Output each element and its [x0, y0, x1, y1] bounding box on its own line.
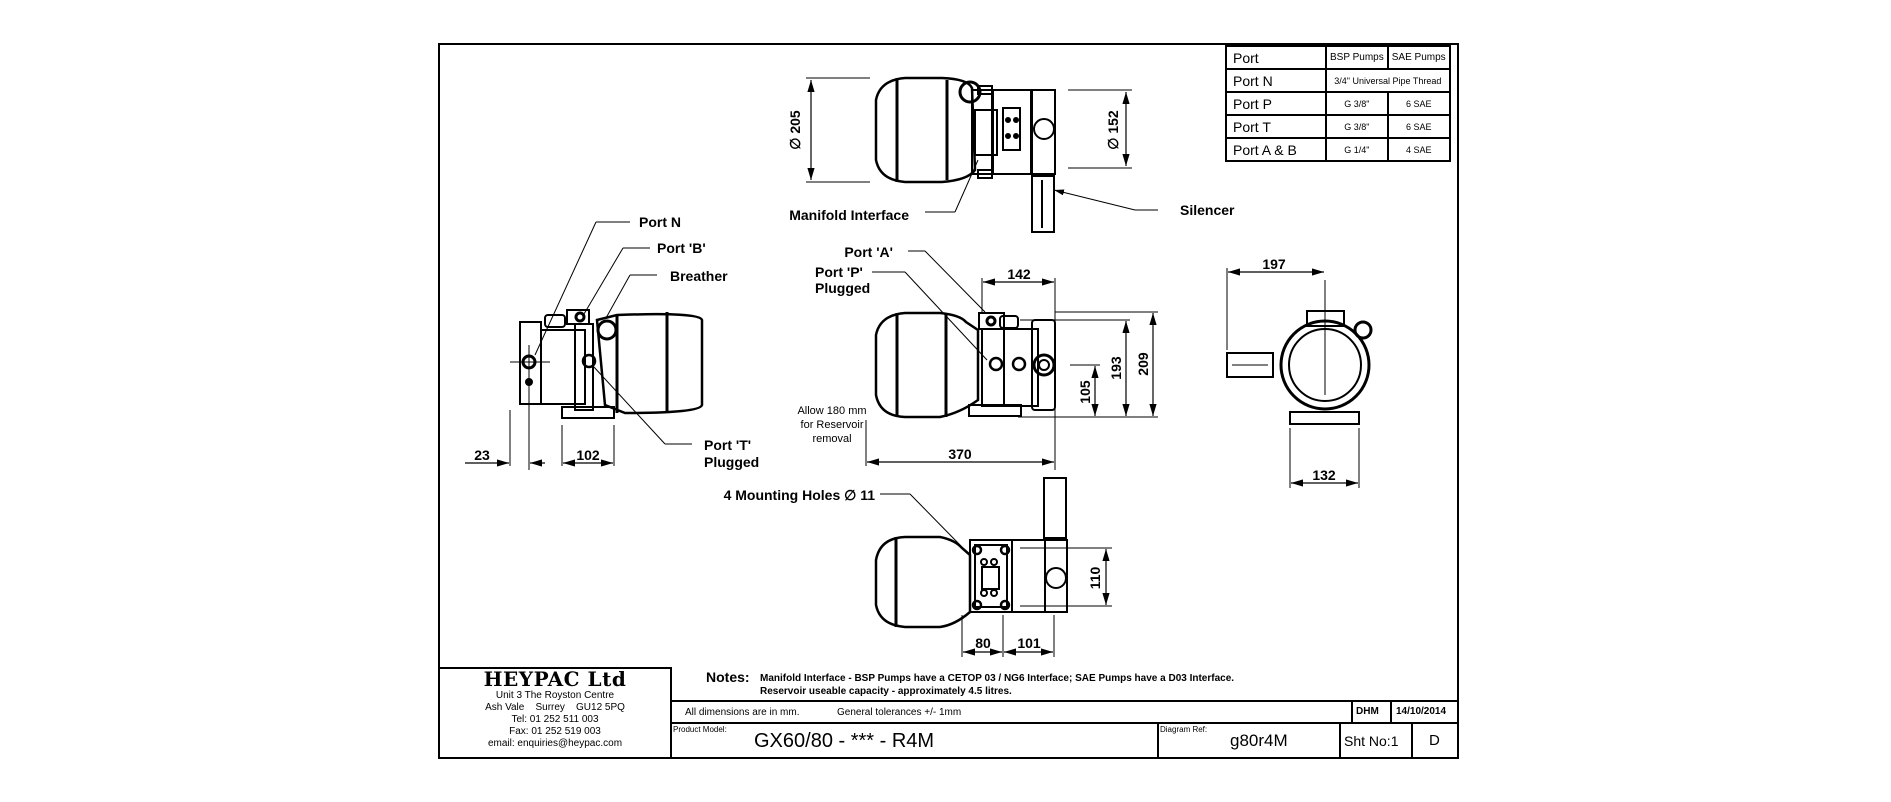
- revision: D: [1429, 732, 1440, 749]
- label-mounting-holes: 4 Mounting Holes ∅ 11: [724, 487, 876, 503]
- cell-bsp: G 3/8": [1325, 114, 1389, 139]
- drawn-by: DHM: [1356, 706, 1379, 717]
- label-port-p-plugged: Plugged: [815, 280, 870, 296]
- breather-icon: [958, 80, 982, 104]
- dim-193: 193: [1108, 356, 1124, 380]
- sheet-border: [438, 43, 1459, 759]
- label-port-n: Port N: [639, 214, 681, 230]
- notes-label: Notes:: [706, 669, 750, 685]
- label-port-t: Port 'T': [704, 437, 751, 453]
- diagram-ref-label: Diagram Ref:: [1160, 725, 1208, 734]
- cell-thread: 3/4" Universal Pipe Thread: [1325, 68, 1451, 93]
- cell-sae: 6 SAE: [1386, 114, 1451, 139]
- bottom-view: [874, 477, 1112, 657]
- company-block: HEYPAC Ltd Unit 3 The Royston Centre Ash…: [439, 668, 671, 750]
- end-view: [1226, 268, 1373, 488]
- label-port-p: Port 'P': [815, 264, 863, 280]
- dim-23: 23: [474, 447, 490, 463]
- side-view-left: [465, 221, 704, 470]
- top-view: [806, 76, 1158, 233]
- table-row: Port A & B G 1/4" 4 SAE: [1225, 137, 1451, 162]
- note-reservoir: Reservoir useable capacity - approximate…: [760, 686, 1012, 697]
- sheet-number: Sht No:1: [1344, 733, 1399, 749]
- product-model: GX60/80 - *** - R4M: [754, 730, 935, 752]
- dim-105: 105: [1077, 380, 1093, 404]
- company-fax: Fax: 01 252 519 003: [509, 726, 601, 737]
- label-port-t-plugged: Plugged: [704, 454, 759, 470]
- notes-text: Manifold Interface - BSP Pumps have a CE…: [760, 672, 1234, 698]
- dim-80: 80: [975, 635, 991, 651]
- dim-132: 132: [1312, 467, 1336, 483]
- table-row: Port N 3/4" Universal Pipe Thread: [1225, 68, 1451, 93]
- cell-port: Port P: [1225, 91, 1327, 116]
- dim-102: 102: [576, 447, 600, 463]
- header-sae: SAE Pumps: [1386, 45, 1451, 70]
- cell-bsp: G 1/4": [1325, 137, 1389, 162]
- title-block-frame: [438, 667, 1458, 759]
- label-port-b: Port 'B': [657, 240, 706, 256]
- product-model-label: Product Model:: [673, 725, 727, 734]
- port-table-header: Port BSP Pumps SAE Pumps: [1225, 45, 1451, 70]
- label-breather: Breather: [670, 268, 728, 284]
- dim-205: ∅ 205: [787, 110, 803, 150]
- company-logo: HEYPAC Ltd: [483, 667, 627, 691]
- label-silencer: Silencer: [1180, 202, 1235, 218]
- drawing-date: 14/10/2014: [1396, 706, 1447, 717]
- note-reservoir-3: removal: [812, 433, 851, 445]
- dim-197: 197: [1262, 256, 1286, 272]
- dim-152: ∅ 152: [1105, 110, 1121, 150]
- table-row: Port P G 3/8" 6 SAE: [1225, 91, 1451, 116]
- dim-142: 142: [1007, 266, 1031, 282]
- cell-sae: 6 SAE: [1386, 91, 1451, 116]
- note-reservoir-2: for Reservoir: [801, 419, 864, 431]
- note-reservoir-1: Allow 180 mm: [797, 405, 866, 417]
- reservoir: [874, 311, 980, 419]
- tolerances-note: General tolerances +/- 1mm: [837, 707, 962, 718]
- front-view: [865, 250, 1158, 470]
- diagram-ref: g80r4M: [1230, 731, 1288, 750]
- cell-port: Port N: [1225, 68, 1327, 93]
- cell-bsp: G 3/8": [1325, 91, 1389, 116]
- label-manifold-interface: Manifold Interface: [789, 207, 909, 223]
- reservoir: [874, 535, 972, 629]
- cell-sae: 4 SAE: [1386, 137, 1451, 162]
- reservoir: [595, 312, 704, 415]
- note-manifold: Manifold Interface - BSP Pumps have a CE…: [760, 673, 1235, 684]
- dim-209: 209: [1135, 352, 1151, 376]
- company-tel: Tel: 01 252 511 003: [511, 714, 599, 725]
- header-port: Port: [1225, 45, 1327, 70]
- dim-101: 101: [1017, 635, 1041, 651]
- company-email: email: enquiries@heypac.com: [487, 738, 623, 749]
- cell-port: Port A & B: [1225, 137, 1327, 162]
- company-address-2: Ash Vale Surrey GU12 5PQ: [485, 702, 625, 713]
- cell-port: Port T: [1225, 114, 1327, 139]
- label-port-a: Port 'A': [844, 244, 893, 260]
- port-table: Port BSP Pumps SAE Pumps Port N 3/4" Uni…: [1225, 45, 1451, 162]
- breather-icon: [596, 319, 618, 341]
- company-address-1: Unit 3 The Royston Centre: [495, 690, 615, 701]
- dim-370: 370: [948, 446, 972, 462]
- table-row: Port T G 3/8" 6 SAE: [1225, 114, 1451, 139]
- header-bsp: BSP Pumps: [1325, 45, 1389, 70]
- dim-110: 110: [1087, 566, 1103, 589]
- dimensions-note: All dimensions are in mm.: [685, 707, 800, 718]
